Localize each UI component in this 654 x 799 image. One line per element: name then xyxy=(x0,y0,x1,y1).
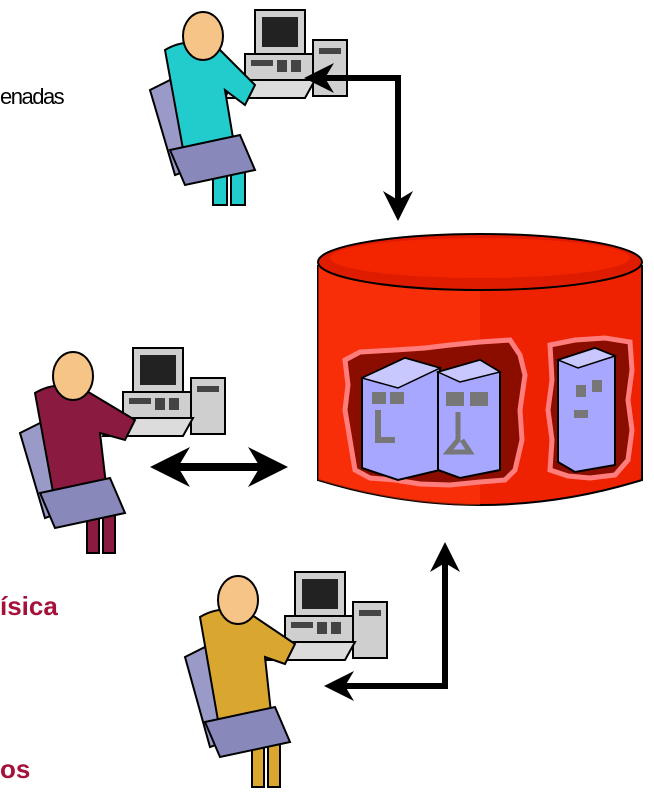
label-top: enadas xyxy=(0,84,65,109)
user-workstation-middle xyxy=(18,347,226,554)
label-bottom: os xyxy=(0,754,31,784)
database-cylinder-icon xyxy=(317,233,643,506)
label-middle: ísica xyxy=(0,591,58,621)
user-workstation-top xyxy=(148,9,348,206)
server-icon xyxy=(555,346,618,474)
bidirectional-arrow-icon xyxy=(324,542,460,701)
server-icon xyxy=(359,356,443,482)
bidirectional-arrow-icon xyxy=(304,63,413,221)
server-icon xyxy=(435,358,502,480)
user-workstation-bottom xyxy=(183,571,388,788)
